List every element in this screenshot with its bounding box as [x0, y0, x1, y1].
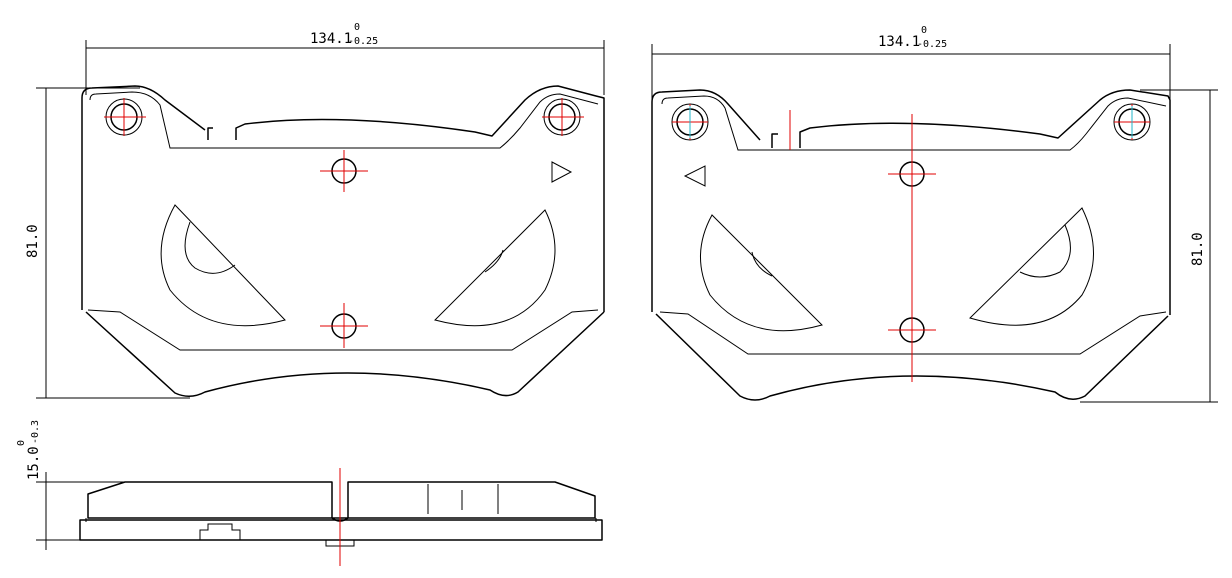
left-backing-plate	[81, 85, 605, 312]
side-plate-step	[85, 518, 597, 522]
left-pad-shape-1	[160, 204, 286, 327]
left-height-dimension-lines	[36, 87, 190, 399]
right-direction-triangle	[683, 165, 706, 187]
right-friction-lower	[655, 313, 1169, 401]
left-width-lower-tol: -0.25	[348, 36, 378, 47]
right-width-upper-tol: 0	[921, 25, 927, 36]
left-pad-shape-2-inner	[484, 249, 504, 273]
side-backing-plate	[79, 519, 603, 541]
left-crosshairs	[104, 98, 584, 348]
left-pad-shape-1-inner	[184, 221, 236, 274]
side-wear-indicators	[427, 484, 499, 514]
right-pad-shape-1	[700, 214, 823, 332]
right-pad-shape-2-inner	[1019, 224, 1071, 278]
left-height-dim-text: 81.0	[25, 224, 41, 258]
left-pad-shape-2	[434, 209, 556, 327]
right-pad-shape-2	[969, 207, 1094, 326]
right-crosshairs	[672, 104, 1150, 382]
right-backing-plate	[651, 89, 1171, 315]
right-width-dim-text: 134.1	[878, 34, 920, 50]
right-pad-shape-1-inner	[751, 251, 773, 277]
front-view-left: 134.1 0 -0.25 81.0	[25, 22, 605, 399]
side-thickness-dimension-lines	[36, 472, 130, 550]
side-thickness-lower-tol: -0.3	[30, 420, 41, 444]
front-view-right: 134.1 0 -0.25 81.0	[651, 25, 1218, 403]
left-width-dim-text: 134.1	[310, 31, 352, 47]
left-friction-lower	[85, 311, 605, 397]
side-view: 15.0 0 -0.3	[16, 420, 603, 566]
right-inner-outline	[659, 95, 1167, 355]
side-friction-material	[87, 481, 596, 522]
right-height-dimension-lines	[1080, 89, 1218, 403]
left-width-dimension-lines	[85, 40, 605, 95]
left-inner-outline	[87, 91, 599, 351]
right-hidden-lines	[689, 106, 1133, 138]
side-thickness-dim-text: 15.0	[26, 446, 42, 480]
side-thickness-upper-tol: 0	[16, 440, 27, 446]
right-width-dimension-lines	[651, 44, 1171, 100]
right-height-dim-text: 81.0	[1190, 232, 1206, 266]
right-width-lower-tol: -0.25	[917, 39, 947, 50]
left-direction-triangle	[551, 161, 573, 183]
side-clip	[199, 523, 241, 541]
left-width-upper-tol: 0	[354, 22, 360, 33]
